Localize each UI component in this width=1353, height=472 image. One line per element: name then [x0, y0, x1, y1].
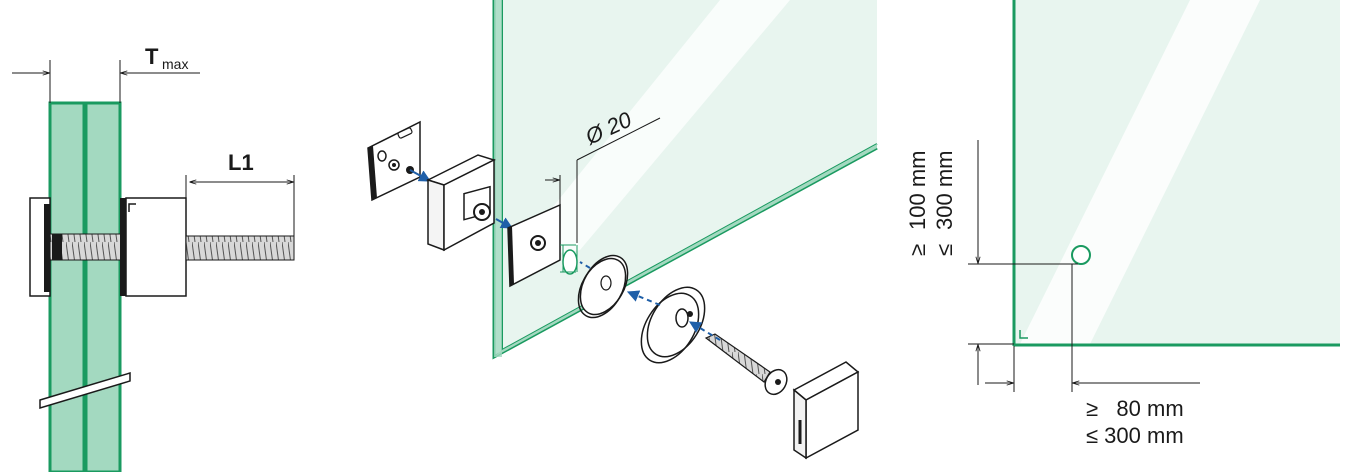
vertical-label-top: ≥ — [905, 244, 930, 256]
horizontal-label-top: ≥ 80 mm — [1086, 396, 1184, 421]
l1-dimension: L1 — [185, 150, 295, 236]
cover-cap — [792, 361, 860, 460]
clamp-block — [426, 154, 496, 252]
break-line — [39, 371, 131, 410]
l1-label: L1 — [228, 150, 254, 175]
vertical-value-bottom: 300 mm — [932, 151, 957, 230]
horizontal-dimension: ≥ 80 mm ≤ 300 mm — [985, 264, 1200, 448]
glass-pad — [507, 203, 561, 288]
hole-position — [1071, 245, 1091, 265]
tmax-subscript: max — [162, 56, 188, 72]
screw — [704, 333, 788, 396]
tmax-dimension: T max — [12, 44, 200, 103]
standoff-ring — [640, 286, 706, 364]
middle-panel-exploded: Ø 20 — [367, 0, 878, 460]
vertical-dimension: ≥ 100 mm ≤ 300 mm — [905, 140, 1078, 385]
threaded-rod — [185, 235, 295, 261]
wall-plate — [367, 120, 421, 202]
right-panel-distances: ≥ 100 mm ≤ 300 mm ≥ 80 mm ≤ 300 mm — [905, 0, 1340, 448]
horizontal-label-bottom: ≤ 300 mm — [1086, 423, 1184, 448]
glass-pane-right — [84, 101, 122, 472]
glass-pane-left — [48, 101, 86, 472]
tmax-label: T — [145, 44, 159, 69]
vertical-value-top: 100 mm — [905, 151, 930, 230]
washer — [577, 254, 629, 319]
vertical-label-bottom: ≤ — [932, 244, 957, 256]
left-panel-section: T max L1 — [12, 44, 295, 472]
standoff-body — [125, 197, 187, 297]
bolt-through-glass — [49, 233, 126, 261]
drill-hole — [560, 244, 578, 275]
